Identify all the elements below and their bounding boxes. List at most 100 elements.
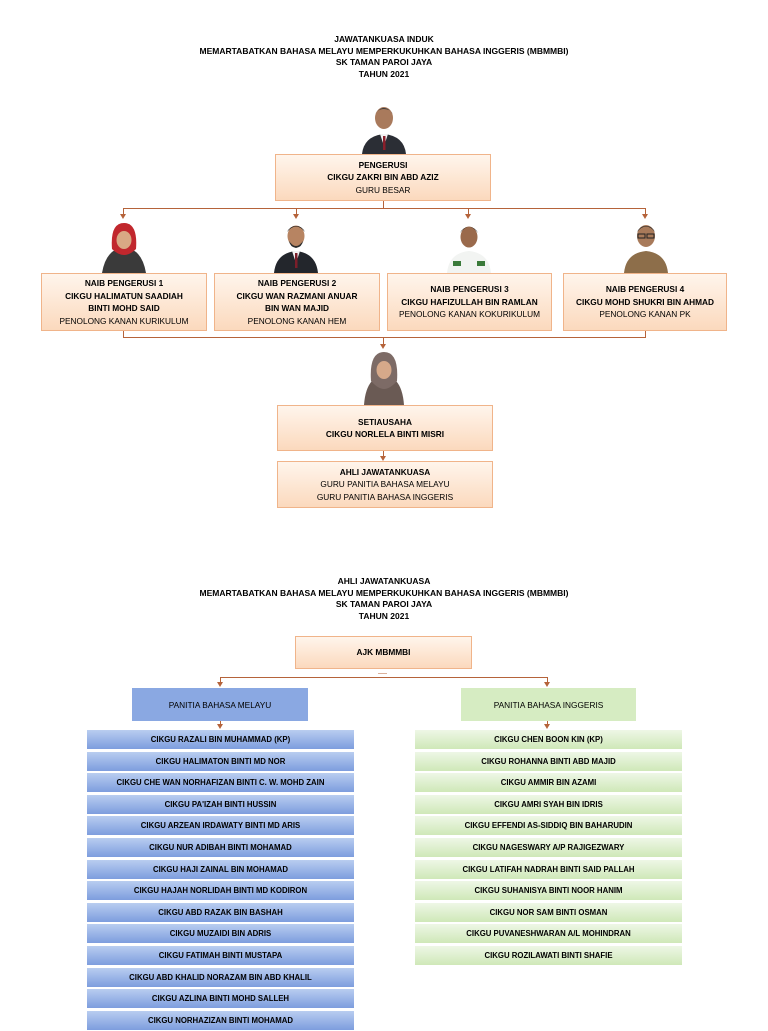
member-row: CIKGU NOR SAM BINTI OSMAN xyxy=(414,901,683,923)
ahli-box: AHLI JAWATANKUASA GURU PANITIA BAHASA ME… xyxy=(277,461,493,508)
naib1-name: BINTI MOHD SAID xyxy=(88,303,160,313)
member-name: CIKGU ARZEAN IRDAWATY BINTI MD ARIS xyxy=(140,821,301,831)
connector xyxy=(123,208,124,215)
naib1-role: NAIB PENGERUSI 1 xyxy=(84,278,164,288)
connector xyxy=(383,201,384,209)
member-row: CIKGU HAJAH NORLIDAH BINTI MD KODIRON xyxy=(86,880,355,902)
member-row: CIKGU EFFENDI AS-SIDDIQ BIN BAHARUDIN xyxy=(414,815,683,837)
chart2-title-line: SK TAMAN PAROI JAYA xyxy=(335,599,433,609)
member-row: CIKGU AMRI SYAH BIN IDRIS xyxy=(414,793,683,815)
connector xyxy=(296,208,297,215)
setiausaha-box: SETIAUSAHA CIKGU NORLELA BINTI MISRI xyxy=(277,405,493,451)
naib1-box: NAIB PENGERUSI 1 CIKGU HALIMATUN SAADIAH… xyxy=(41,273,207,331)
setiausaha-role: SETIAUSAHA xyxy=(358,416,412,427)
member-row: CIKGU CHEN BOON KIN (KP) xyxy=(414,729,683,750)
naib4-role: NAIB PENGERUSI 4 xyxy=(605,284,685,295)
member-row: CIKGU ABD KHALID NORAZAM BIN ABD KHALIL xyxy=(86,966,355,988)
naib4-post: PENOLONG KANAN PK xyxy=(599,309,691,320)
member-name: CIKGU HALIMATON BINTI MD NOR xyxy=(155,756,286,766)
panitia-bm-label: PANITIA BAHASA MELAYU xyxy=(168,699,272,710)
naib2-role: NAIB PENGERUSI 2 xyxy=(257,278,337,288)
connector xyxy=(220,677,548,678)
naib3-name: CIKGU HAFIZULLAH BIN RAMLAN xyxy=(401,296,538,307)
member-row: CIKGU PUVANESHWARAN A/L MOHINDRAN xyxy=(414,923,683,945)
member-row: CIKGU NUR ADIBAH BINTI MOHAMAD xyxy=(86,837,355,858)
member-row: CIKGU AZLINA BINTI MOHD SALLEH xyxy=(86,988,355,1010)
chart2-title-line: MEMARTABATKAN BAHASA MELAYU MEMPERKUKUHK… xyxy=(199,587,569,598)
arrow-icon xyxy=(642,214,648,219)
member-name: CIKGU CHEN BOON KIN (KP) xyxy=(494,735,603,744)
member-name: CIKGU LATIFAH NADRAH BINTI SAID PALLAH xyxy=(462,864,635,874)
connector xyxy=(645,208,646,215)
panitia-bm-header: PANITIA BAHASA MELAYU xyxy=(132,688,308,721)
member-row: CIKGU HALIMATON BINTI MD NOR xyxy=(86,750,355,772)
arrow-icon xyxy=(120,214,126,219)
naib4-name: CIKGU MOHD SHUKRI BIN AHMAD xyxy=(576,296,714,307)
ahli-line: GURU PANITIA BAHASA MELAYU xyxy=(320,479,450,490)
member-name: CIKGU EFFENDI AS-SIDDIQ BIN BAHARUDIN xyxy=(464,821,633,831)
member-row: CIKGU AMMIR BIN AZAMI xyxy=(414,772,683,794)
naib3-box: NAIB PENGERUSI 3 CIKGU HAFIZULLAH BIN RA… xyxy=(387,273,552,331)
pengerusi-photo xyxy=(360,100,408,154)
arrow-icon xyxy=(380,456,386,461)
member-row: CIKGU ROZILAWATI BINTI SHAFIE xyxy=(414,945,683,966)
member-name: CIKGU NUR ADIBAH BINTI MOHAMAD xyxy=(149,843,292,852)
member-row: CIKGU ROHANNA BINTI ABD MAJID xyxy=(414,750,683,772)
member-name: CIKGU PA'IZAH BINTI HUSSIN xyxy=(164,799,277,809)
naib2-photo xyxy=(272,219,320,273)
connector xyxy=(547,721,548,725)
member-name: CIKGU HAJI ZAINAL BIN MOHAMAD xyxy=(153,864,288,874)
naib2-post: PENOLONG KANAN HEM xyxy=(247,315,347,326)
member-name: CIKGU ABD RAZAK BIN BASHAH xyxy=(158,907,283,917)
naib3-role: NAIB PENGERUSI 3 xyxy=(430,284,509,295)
connector xyxy=(383,337,384,345)
arrow-icon xyxy=(380,344,386,349)
arrow-icon xyxy=(293,214,299,219)
member-name: CIKGU CHE WAN NORHAFIZAN BINTI C. W. MOH… xyxy=(116,778,325,788)
member-name: CIKGU PUVANESHWARAN A/L MOHINDRAN xyxy=(466,929,631,939)
pengerusi-name: CIKGU ZAKRI BIN ABD AZIZ xyxy=(327,172,439,183)
ahli-line: GURU PANITIA BAHASA INGGERIS xyxy=(316,491,454,502)
member-row: CIKGU MUZAIDI BIN ADRIS xyxy=(86,923,355,945)
arrow-icon xyxy=(465,214,471,219)
naib3-photo xyxy=(445,219,493,273)
connector xyxy=(645,331,646,337)
pengerusi-post: GURU BESAR xyxy=(355,184,411,195)
arrow-icon xyxy=(217,724,223,729)
arrow-icon xyxy=(217,682,223,687)
chart1-title-line: MEMARTABATKAN BAHASA MELAYU MEMPERKUKUHK… xyxy=(199,45,569,56)
member-row: CIKGU NORHAZIZAN BINTI MOHAMAD xyxy=(86,1009,355,1031)
arrow-icon xyxy=(544,724,550,729)
member-name: CIKGU AMMIR BIN AZAMI xyxy=(500,778,597,788)
member-row: CIKGU SUHANISYA BINTI NOOR HANIM xyxy=(414,880,683,902)
ajk-root-label: AJK MBMMBI xyxy=(356,647,411,658)
member-name: CIKGU AMRI SYAH BIN IDRIS xyxy=(494,799,603,809)
member-row: CIKGU ABD RAZAK BIN BASHAH xyxy=(86,901,355,923)
member-name: CIKGU FATIMAH BINTI MUSTAPA xyxy=(158,951,283,960)
member-row: CIKGU NAGESWARY A/P RAJIGEZWARY xyxy=(414,837,683,858)
ahli-role: AHLI JAWATANKUASA xyxy=(339,466,431,477)
chart1-title: JAWATANKUASA INDUK MEMARTABATKAN BAHASA … xyxy=(0,34,768,80)
member-name: CIKGU NORHAZIZAN BINTI MOHAMAD xyxy=(147,1015,294,1025)
member-name: CIKGU SUHANISYA BINTI NOOR HANIM xyxy=(474,886,623,896)
member-name: CIKGU AZLINA BINTI MOHD SALLEH xyxy=(151,994,290,1004)
naib1-name: CIKGU HALIMATUN SAADIAH xyxy=(65,290,183,301)
member-name: CIKGU HAJAH NORLIDAH BINTI MD KODIRON xyxy=(133,886,308,896)
naib3-post: PENOLONG KANAN KOKURIKULUM xyxy=(398,309,541,320)
connector xyxy=(123,208,646,209)
member-name: CIKGU ROZILAWATI BINTI SHAFIE xyxy=(484,951,613,960)
member-row: CIKGU PA'IZAH BINTI HUSSIN xyxy=(86,793,355,815)
member-name: CIKGU NAGESWARY A/P RAJIGEZWARY xyxy=(472,843,625,852)
member-row: CIKGU HAJI ZAINAL BIN MOHAMAD xyxy=(86,858,355,880)
member-name: CIKGU MUZAIDI BIN ADRIS xyxy=(169,929,272,939)
arrow-icon xyxy=(544,682,550,687)
naib4-photo xyxy=(622,219,670,273)
member-row: CIKGU CHE WAN NORHAFIZAN BINTI C. W. MOH… xyxy=(86,772,355,794)
member-row: CIKGU LATIFAH NADRAH BINTI SAID PALLAH xyxy=(414,858,683,880)
ajk-root-box: AJK MBMMBI xyxy=(295,636,472,669)
member-row: CIKGU FATIMAH BINTI MUSTAPA xyxy=(86,945,355,966)
naib2-box: NAIB PENGERUSI 2 CIKGU WAN RAZMANI ANUAR… xyxy=(214,273,380,331)
naib1-post: PENOLONG KANAN KURIKULUM xyxy=(59,315,189,326)
member-name: CIKGU ABD KHALID NORAZAM BIN ABD KHALIL xyxy=(129,972,312,982)
member-row: CIKGU RAZALI BIN MUHAMMAD (KP) xyxy=(86,729,355,750)
